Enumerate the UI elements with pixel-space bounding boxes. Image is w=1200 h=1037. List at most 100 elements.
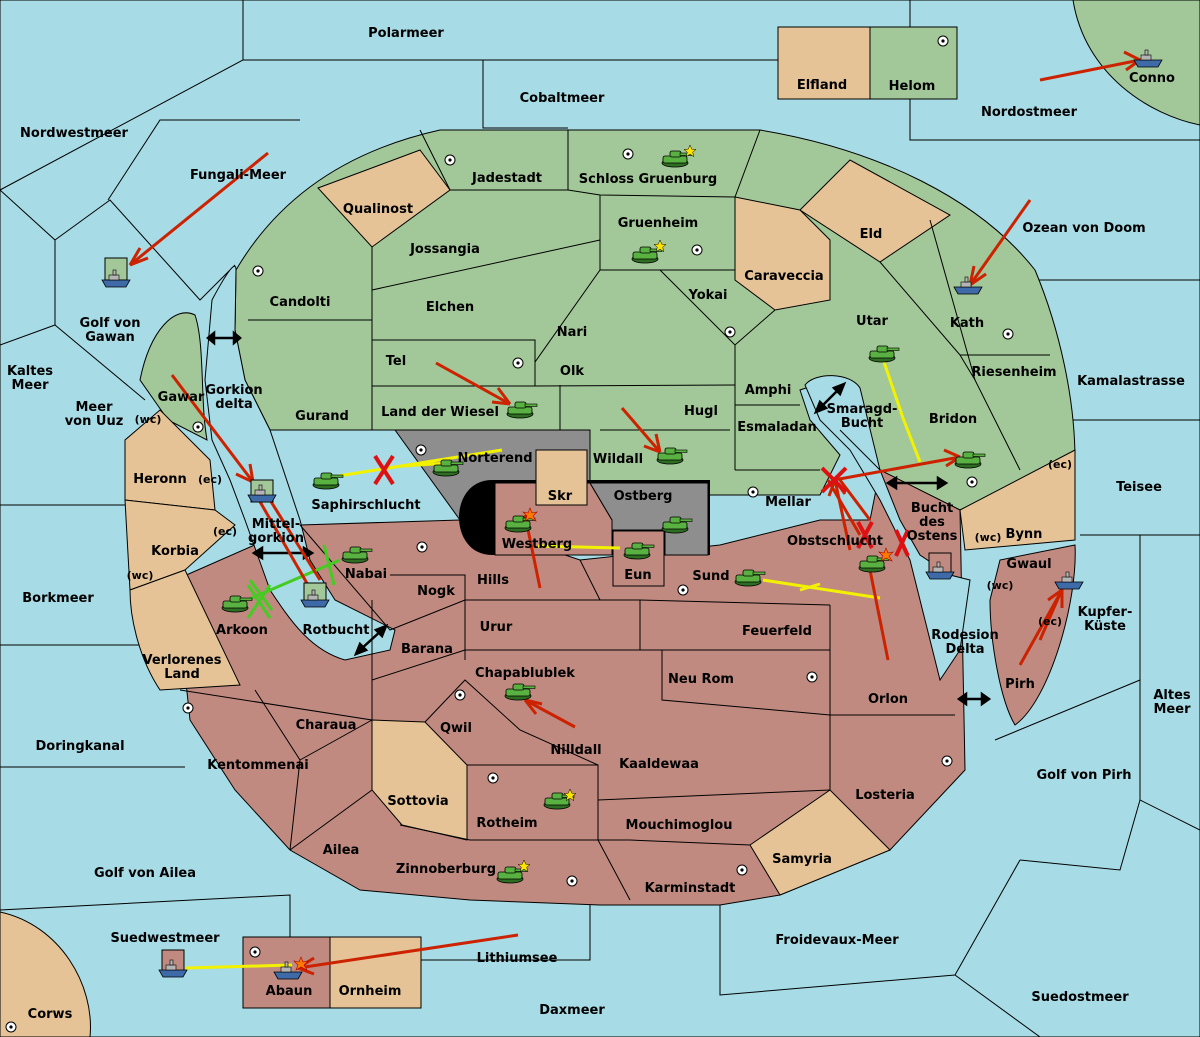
supply-center-icon [677, 584, 689, 596]
sea-label: Teisee [1116, 480, 1162, 495]
region-label: Losteria [855, 788, 915, 803]
sea-label: Fungali-Meer [190, 168, 287, 183]
region-label: Gruenheim [618, 216, 698, 231]
sea-label: Suedwestmeer [110, 931, 220, 946]
region-label: Qwil [440, 721, 472, 736]
region-ornheim[interactable] [329, 936, 422, 1009]
region-label: Yokai [687, 288, 727, 303]
support-lines [185, 361, 922, 970]
region-label: Feuerfeld [742, 624, 812, 639]
coast-tag: (wc) [127, 569, 154, 582]
region-samyria[interactable] [749, 789, 891, 896]
region-label: Nabai [345, 567, 387, 582]
supply-centers [5, 35, 1014, 1033]
supply-center-icon [937, 35, 949, 47]
region-verlorenes-land[interactable] [129, 569, 241, 691]
supply-center-icon [747, 486, 759, 498]
sea-label: Nordostmeer [981, 105, 1078, 120]
region-label: Kath [950, 316, 984, 331]
region-label: Utar [856, 314, 889, 329]
region-label: Jadestadt [471, 171, 542, 186]
region-label: Schloss Gruenburg [579, 172, 717, 187]
green-cut-marker [246, 584, 272, 619]
region-eld[interactable] [799, 159, 951, 263]
supply-center-icon [415, 444, 427, 456]
sea-labels: Polarmeer Cobaltmeer Nordostmeer Nordwes… [7, 26, 1191, 1022]
region-label: Karminstadt [645, 881, 736, 896]
supply-center-icon [444, 154, 456, 166]
supply-center-icon [5, 1021, 17, 1033]
region-label: Nilldall [550, 743, 601, 758]
region-korbia[interactable] [124, 499, 236, 591]
region-label: Kaaldewaa [619, 757, 699, 772]
region-label: Chapablublek [475, 666, 575, 681]
region-label: Wildall [593, 452, 643, 467]
region-label: Orlon [868, 692, 908, 707]
supply-center-icon [487, 772, 499, 784]
failed-markers [373, 454, 910, 557]
region-label: Skr [548, 489, 573, 504]
sea-label: Golf von Pirh [1036, 768, 1131, 783]
sea-label-ml: Smaragd-Bucht [827, 402, 898, 431]
region-label: Elfland [797, 78, 847, 93]
region-elfland[interactable] [777, 26, 871, 100]
sea-label: Polarmeer [368, 26, 444, 41]
region-label: Qualinost [343, 202, 413, 217]
region-label: Mellar [765, 495, 811, 510]
coast-tag: (ec) [1048, 458, 1072, 471]
region-label: Esmaladan [737, 420, 817, 435]
region-label: Westberg [502, 537, 572, 552]
sea-label: Golf von Ailea [94, 866, 196, 881]
region-label: Kentommenai [207, 758, 308, 773]
sea-label: Suedostmeer [1031, 990, 1129, 1005]
region-label: Ostberg [614, 489, 673, 504]
supply-center-icon [416, 541, 428, 553]
region-label: Caraveccia [744, 269, 823, 284]
supply-center-icon [806, 671, 818, 683]
region-label: Olk [560, 364, 585, 379]
region-label: Amphi [745, 383, 792, 398]
coast-tag: (wc) [135, 413, 162, 426]
sea-label: Corws [28, 1007, 73, 1022]
region-label: Neu Rom [668, 672, 734, 687]
region-label: Nogk [417, 584, 455, 599]
supply-center-icon [941, 755, 953, 767]
region-heronn[interactable] [124, 409, 216, 511]
region-label: Gwaul [1006, 557, 1051, 572]
supply-center-icon [566, 875, 578, 887]
region-ostberg[interactable] [589, 482, 709, 556]
region-label: Heronn [133, 472, 187, 487]
sea-label: Borkmeer [22, 591, 94, 606]
supply-center-icon [252, 265, 264, 277]
region-label: Hugl [684, 404, 718, 419]
region-pirh[interactable] [989, 544, 1076, 726]
region-label: Bridon [929, 412, 977, 427]
region-bynn[interactable] [959, 449, 1076, 551]
region-label: Norterend [457, 451, 532, 466]
region-label: Obstschlucht [787, 534, 883, 549]
region-label: Bynn [1006, 527, 1043, 542]
sea-label: Cobaltmeer [520, 91, 605, 106]
region-label: Hills [477, 573, 509, 588]
region-label: Eld [860, 227, 883, 242]
region-label: Conno [1129, 71, 1175, 86]
supply-center-icon [192, 421, 204, 433]
sea-label-ml: Kupfer-Küste [1078, 605, 1133, 634]
sea-label: Ozean von Doom [1022, 221, 1145, 236]
region-label: Tel [386, 354, 406, 369]
region-label: Ornheim [339, 984, 402, 999]
sea-label: Doringkanal [35, 739, 124, 754]
region-label: Ailea [323, 843, 360, 858]
sea-label: Daxmeer [539, 1003, 605, 1018]
coast-tag: (ec) [198, 473, 222, 486]
region-label: Korbia [151, 544, 199, 559]
region-label: Abaun [266, 984, 313, 999]
continent-south [174, 469, 966, 906]
region-label: Gurand [295, 409, 349, 424]
region-skr[interactable] [535, 449, 588, 506]
